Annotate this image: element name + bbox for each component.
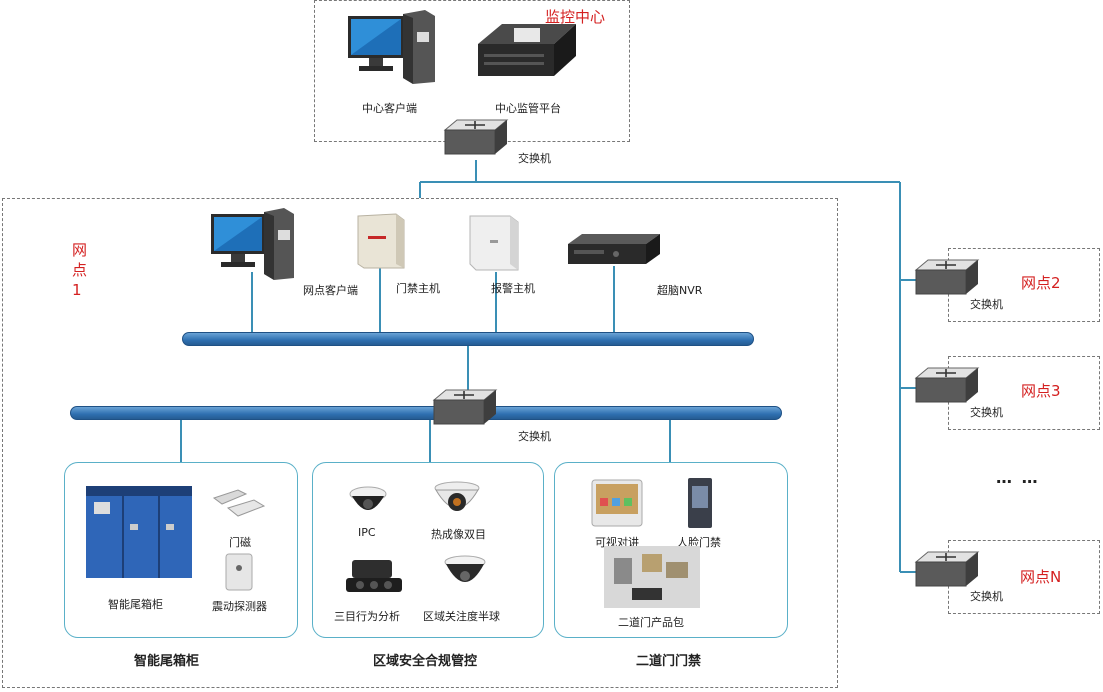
face-access-icon — [688, 478, 712, 528]
branchN-title: 网点N — [1020, 568, 1062, 586]
site-switch-label: 交换机 — [518, 430, 551, 443]
vibration-detector-label: 震动探测器 — [212, 600, 267, 613]
site1-title: 网 点 1 — [72, 240, 92, 300]
door-kit-label: 二道门产品包 — [618, 616, 684, 629]
video-intercom-label: 可视对讲 — [595, 536, 639, 549]
video-intercom-icon — [591, 479, 643, 527]
center-platform-label: 中心监管平台 — [495, 102, 561, 115]
site1-title-line3: 1 — [72, 281, 82, 299]
desktop-pc-icon — [348, 10, 435, 84]
network-switch-icon — [443, 119, 509, 155]
alarm-host-label: 报警主机 — [491, 282, 535, 295]
branch3-switch-label: 交换机 — [970, 406, 1003, 419]
security-group-box — [312, 462, 544, 638]
server-platform-icon — [478, 24, 576, 76]
dome-camera-label: 区域关注度半球 — [423, 610, 500, 623]
cabinet-group-box — [64, 462, 298, 638]
more-branches-ellipsis: … … — [996, 468, 1040, 487]
dome-camera-icon — [444, 555, 486, 582]
access-host-label: 门禁主机 — [396, 282, 440, 295]
network-switch-icon — [432, 389, 498, 425]
center-client-label: 中心客户端 — [362, 102, 417, 115]
branch3-title: 网点3 — [1021, 382, 1061, 400]
desktop-pc-icon — [211, 208, 294, 280]
vibration-detector-icon — [225, 553, 253, 591]
trinocular-label: 三目行为分析 — [334, 610, 400, 623]
network-switch-icon — [914, 367, 980, 403]
site1-box — [2, 198, 838, 688]
network-switch-icon — [914, 259, 980, 295]
security-group-title: 区域安全合规管控 — [373, 654, 478, 669]
center-switch-label: 交换机 — [518, 152, 551, 165]
access-host-icon — [357, 213, 405, 269]
ipc-label: IPC — [358, 526, 376, 539]
ipc-dome-camera-icon — [349, 486, 387, 510]
door-magnet-label: 门磁 — [229, 536, 251, 549]
door-group-title: 二道门门禁 — [636, 654, 702, 669]
door-kit-icon — [604, 546, 700, 608]
door-magnet-icon — [212, 489, 266, 517]
site-client-label: 网点客户端 — [303, 284, 358, 297]
site1-title-line2: 点 — [72, 261, 88, 279]
site1-title-line1: 网 — [72, 241, 88, 259]
upper-network-bus — [182, 332, 754, 346]
network-switch-icon — [914, 551, 980, 587]
branch2-title: 网点2 — [1021, 274, 1061, 292]
branch2-switch-label: 交换机 — [970, 298, 1003, 311]
cabinet-icon — [86, 486, 192, 578]
face-access-label: 人脸门禁 — [677, 536, 721, 549]
cabinet-group-title: 智能尾箱柜 — [134, 654, 200, 669]
branchN-switch-label: 交换机 — [970, 590, 1003, 603]
door-group-box — [554, 462, 788, 638]
thermal-camera-label: 热成像双目 — [431, 528, 486, 541]
nvr-label: 超脑NVR — [657, 284, 703, 297]
nvr-recorder-icon — [568, 234, 660, 264]
lower-network-bus — [70, 406, 782, 420]
cabinet-label: 智能尾箱柜 — [108, 598, 163, 611]
monitor-center-title: 监控中心 — [545, 8, 606, 26]
thermal-camera-icon — [434, 481, 480, 511]
alarm-host-icon — [469, 215, 519, 271]
trinocular-camera-icon — [346, 560, 402, 592]
